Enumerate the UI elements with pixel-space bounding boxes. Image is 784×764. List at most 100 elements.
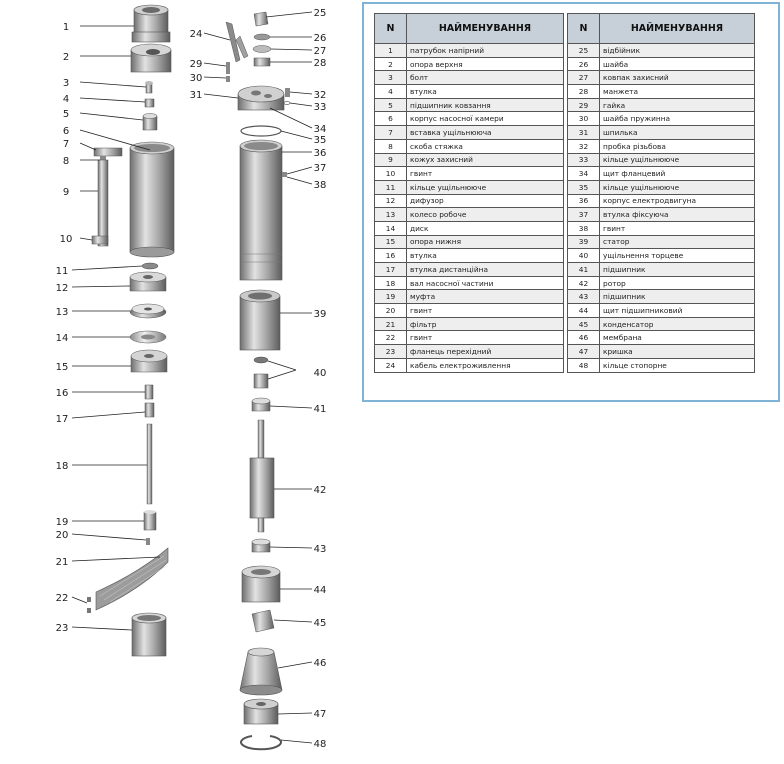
part-41-bearing (251, 397, 271, 412)
part-name: втулка дистанційна (406, 262, 564, 277)
part-name: пробка різьбова (599, 138, 755, 154)
leader-lines (71, 11, 313, 744)
callout-41: 41 (314, 404, 327, 415)
part-number: 7 (374, 125, 407, 140)
callout-6: 6 (63, 126, 69, 137)
part-name: мембрана (599, 330, 755, 346)
part-5-slide-bearing (142, 113, 158, 131)
part-37-38-fixing-bushing-screw (282, 172, 287, 177)
part-number: 11 (374, 179, 407, 195)
callout-46: 46 (314, 658, 327, 669)
callout-39: 39 (314, 309, 327, 320)
parts-table-header: N НАЙМЕНУВАННЯ (374, 13, 564, 44)
part-number: 41 (567, 262, 600, 277)
part-15-lower-support (130, 349, 168, 373)
part-46-membrane (239, 647, 283, 696)
header-name: НАЙМЕНУВАННЯ (599, 13, 755, 44)
part-name: підшипник (599, 289, 755, 305)
part-10-screw (91, 235, 109, 245)
part-name: гвинт (406, 166, 564, 181)
part-name: шайба пружинна (599, 111, 755, 127)
part-17-spacer-bushing (144, 402, 155, 418)
part-12-diffuser (129, 271, 167, 292)
part-44-bearing-shield (241, 565, 281, 603)
callout-14: 14 (56, 333, 69, 344)
part-number: 3 (374, 70, 407, 86)
part-name: муфта (406, 289, 564, 305)
callout-15: 15 (56, 362, 69, 373)
callout-12: 12 (56, 283, 69, 294)
part-20-screw (146, 538, 150, 545)
part-name: щит підшипниковий (599, 303, 755, 318)
part-48-retaining-ring (240, 735, 282, 751)
part-name: відбійник (599, 43, 755, 58)
callout-38: 38 (314, 180, 327, 191)
part-number: 27 (567, 70, 600, 86)
part-number: 38 (567, 220, 600, 236)
callout-33: 33 (314, 102, 327, 113)
callout-34: 34 (314, 124, 327, 135)
callout-16: 16 (56, 388, 69, 399)
callout-27: 27 (314, 46, 327, 57)
part-name: гайка (599, 97, 755, 113)
part-number: 23 (374, 344, 407, 359)
callout-47: 47 (314, 709, 327, 720)
part-name: втулка (406, 84, 564, 99)
part-28-cuff (253, 57, 271, 67)
part-name: щит фланцевий (599, 166, 755, 181)
part-number: 10 (374, 166, 407, 181)
part-29-31-nut-washer-stud (226, 62, 230, 82)
part-number: 46 (567, 330, 600, 346)
part-number: 9 (374, 152, 407, 168)
part-name: втулка фіксуюча (599, 207, 755, 222)
callout-40: 40 (314, 368, 327, 379)
callout-25: 25 (314, 8, 327, 19)
callout-37: 37 (314, 163, 327, 174)
part-number: 44 (567, 303, 600, 318)
part-name: ротор (599, 275, 755, 291)
part-name: кільце стопорне (599, 357, 755, 373)
part-name: фільтр (406, 316, 564, 332)
part-7-8-sealing-insert-clamp (93, 147, 123, 162)
part-40-mechanical-seal (253, 356, 269, 389)
part-number: 35 (567, 179, 600, 195)
part-name: манжета (599, 84, 755, 99)
callout-21: 21 (56, 557, 69, 568)
part-14-disc (129, 330, 167, 344)
callout-42: 42 (314, 485, 327, 496)
part-number: 5 (374, 97, 407, 113)
parts-table-header: N НАЙМЕНУВАННЯ (567, 13, 755, 44)
part-39-stator (239, 289, 281, 351)
callout-20: 20 (56, 530, 69, 541)
part-name: корпус електродвигуна (599, 193, 755, 209)
part-number: 24 (374, 357, 407, 373)
part-name: кільце ущільнююче (406, 179, 564, 195)
part-23-adapter-flange (131, 612, 167, 657)
part-21-filter (95, 547, 169, 611)
callout-28: 28 (314, 58, 327, 69)
exploded-pump-diagram: 1 2 3 4 5 6 7 8 9 10 11 12 13 14 15 16 1… (56, 4, 327, 751)
part-name: диск (406, 220, 564, 236)
part-1-discharge-nozzle (131, 4, 171, 43)
part-number: 43 (567, 289, 600, 305)
part-number: 21 (374, 316, 407, 332)
part-34-flange-shield (237, 85, 285, 111)
callout-29: 29 (190, 59, 203, 70)
part-number: 20 (374, 303, 407, 318)
